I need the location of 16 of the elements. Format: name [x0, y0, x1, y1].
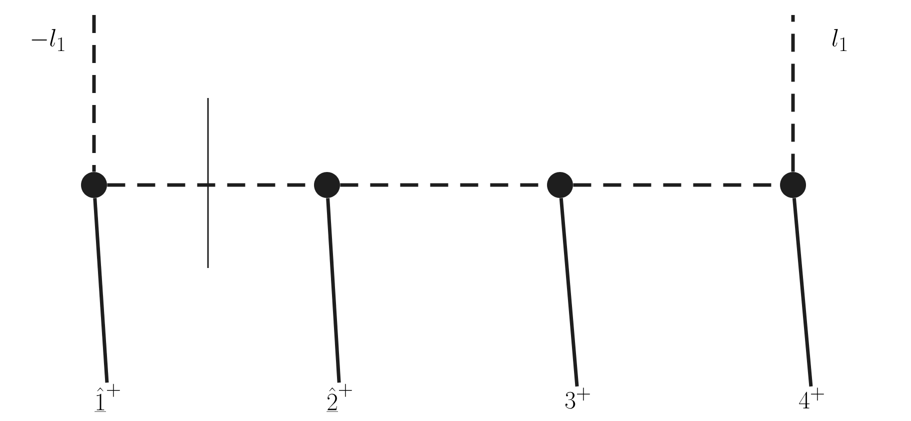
- leg-label: $\underline{\hat{1}}^{+}$: [94, 384, 120, 412]
- leg-label: $4^{+}$: [799, 388, 824, 408]
- leg-line: [326, 198, 341, 383]
- dashed-line: [791, 15, 795, 172]
- leg-label: $3^{+}$: [565, 388, 590, 409]
- vertex-dot: [547, 172, 573, 198]
- leg-line: [792, 198, 813, 387]
- dashed-line: [92, 15, 96, 172]
- edge-label: $-l_1$: [28, 28, 68, 52]
- leg-line: [559, 198, 579, 387]
- leg-line: [93, 198, 109, 383]
- vertex-dot: [314, 172, 340, 198]
- vertex-dot: [81, 172, 107, 198]
- edge-label: $l_1$: [830, 28, 850, 52]
- leg-label: $\underline{\hat{2}}^{+}$: [326, 384, 352, 412]
- vertex-dot: [780, 172, 806, 198]
